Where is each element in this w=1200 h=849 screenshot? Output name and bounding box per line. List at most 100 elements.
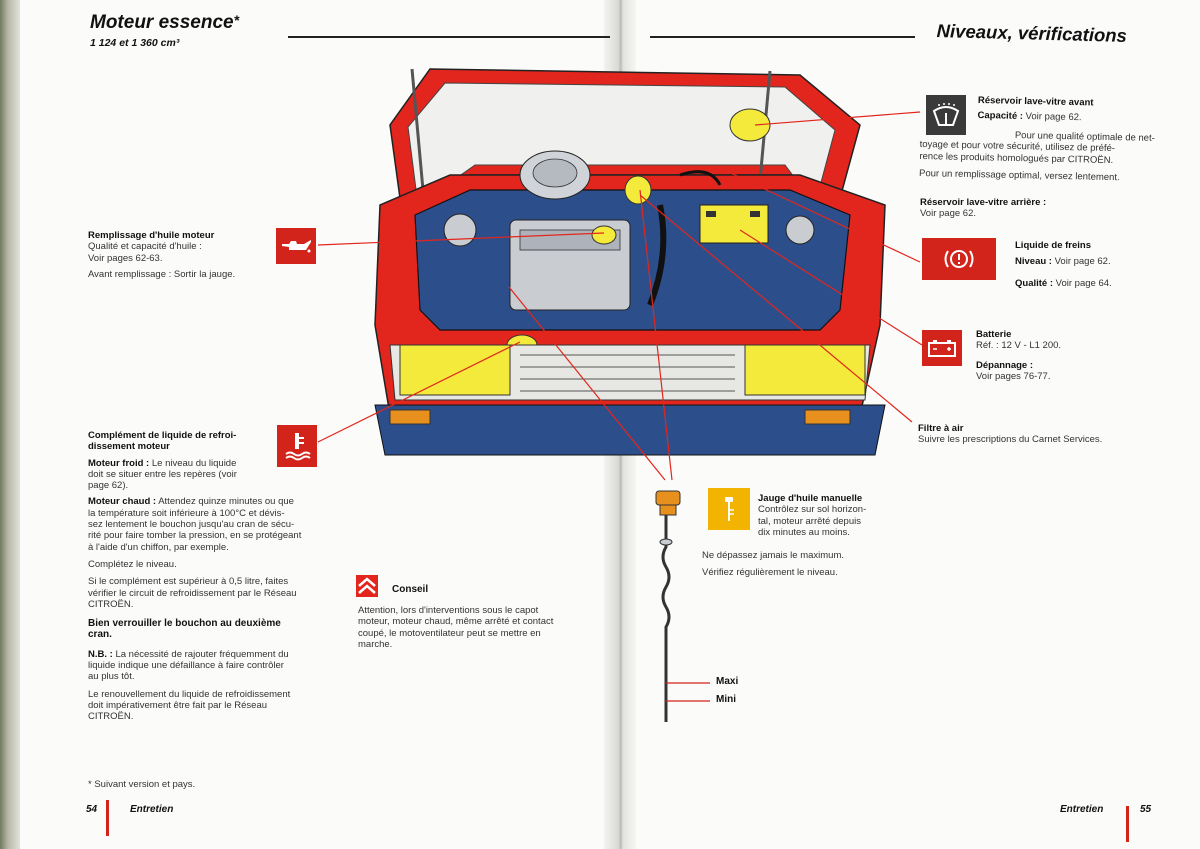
dipstick-max-note: Ne dépassez jamais le maximum.: [702, 550, 845, 561]
air-filter-section: Filtre à air Suivre les prescriptions du…: [918, 423, 1158, 446]
coolant-section: Complément de liquide de refroi- disseme…: [88, 430, 328, 723]
dipstick-l3: dix minutes au moins.: [758, 526, 850, 538]
mini-label: Mini: [716, 694, 736, 705]
battery-icon: [922, 330, 962, 366]
right-title-rule: [650, 36, 915, 38]
coolant-heading-1: Complément de liquide de refroi-: [88, 430, 237, 441]
front-bumper: [374, 404, 886, 456]
conseil-line-4: marche.: [358, 638, 393, 650]
dipstick-icon: [708, 488, 750, 530]
washer-front-section: Réservoir lave-vitre avant Capacité : Vo…: [977, 95, 1138, 125]
oil-line1: Qualité et capacité d'huile :: [88, 241, 202, 253]
brake-heading: Liquide de freins: [1015, 240, 1092, 251]
dipstick-notes: Ne dépassez jamais le maximum. Vérifiez …: [702, 550, 902, 579]
brake-quality-label: Qualité :: [1015, 277, 1054, 289]
dipstick-seal: [659, 538, 673, 546]
strut-top-right: [785, 215, 815, 245]
dipstick-section: Jauge d'huile manuelle Contrôlez sur sol…: [758, 493, 898, 538]
indicator-left: [389, 409, 431, 425]
hose: [647, 204, 667, 307]
renew-text-1: Le renouvellement du liquide de refroidi…: [88, 688, 291, 700]
cold-text-3: page 62).: [88, 480, 129, 492]
battery-section: Batterie Réf. : 12 V - L1 200. Dépannage…: [976, 329, 1136, 382]
nb-text-2: liquide indique une défaillance à faire …: [88, 660, 284, 672]
washer-front-heading: Réservoir lave-vitre avant: [977, 95, 1094, 109]
hood-lining: [407, 82, 836, 207]
right-page-number: 55: [1140, 804, 1152, 815]
conseil-line-2: moteur, moteur chaud, même arrêté et con…: [358, 616, 554, 628]
oil-section: Remplissage d'huile moteur Qualité et ca…: [88, 230, 268, 280]
nb-text-1: La nécessité de rajouter fréquemment du: [112, 648, 289, 660]
cold-label: Moteur froid :: [88, 457, 150, 469]
battery-terminal-neg: [706, 211, 716, 217]
dipstick-illustration: [655, 490, 710, 722]
engine-illustration: [374, 68, 886, 456]
renew-text-2: doit impérativement être fait par le Rés…: [88, 699, 268, 711]
coolant-temperature-icon: [277, 425, 317, 467]
conseil-text: Attention, lors d'interventions sous le …: [358, 605, 598, 650]
maxi-label: Maxi: [716, 676, 739, 687]
dipstick-handle: [655, 490, 681, 506]
hot-label: Moteur chaud :: [88, 496, 157, 508]
headlight-left: [399, 344, 511, 396]
oil-can-icon: [276, 228, 316, 264]
brake-fluid-reservoir: [624, 175, 652, 205]
left-page-number: 54: [86, 804, 98, 815]
left-footer-section: Entretien: [130, 804, 174, 815]
air-filter-cap: [532, 158, 578, 188]
left-title-rule: [288, 36, 610, 38]
brake-level-text: Voir page 62.: [1051, 256, 1111, 268]
conseil-title: Conseil: [392, 584, 429, 595]
right-footer-section: Entretien: [1060, 804, 1104, 815]
air-filter-text: Suivre les prescriptions du Carnet Servi…: [918, 434, 1103, 446]
washer-cap-text: Voir page 62.: [1022, 111, 1082, 124]
coolant-over-3: CITROËN.: [88, 598, 134, 610]
oil-heading: Remplissage d'huile moteur: [88, 230, 215, 241]
coolant-over-2: vérifier le circuit de refroidissement p…: [88, 587, 297, 599]
left-footer-bar: [106, 800, 109, 836]
washer-quality-text: Pour une qualité optimale de net- toyage…: [919, 128, 1155, 184]
dipstick-regular-note: Vérifiez régulièrement le niveau.: [702, 567, 838, 579]
battery-heading: Batterie: [976, 329, 1012, 340]
dipstick-l1: Contrôlez sur sol horizon-: [758, 504, 867, 516]
washer-rear-heading: Réservoir lave-vitre arrière :: [920, 197, 1047, 208]
headlight-right: [744, 344, 866, 396]
dipstick-heading: Jauge d'huile manuelle: [758, 493, 863, 504]
renew-text-3: CITROËN.: [88, 711, 134, 723]
washer-rear-text: Voir page 62.: [920, 208, 976, 220]
hot-text-3: sez lentement le bouchon jusqu'au cran d…: [88, 519, 295, 531]
dipstick-collar: [659, 504, 677, 516]
coolant-lock-1: Bien verrouiller le bouchon au deuxième: [88, 618, 281, 630]
hot-text-5: à l'aide d'un chiffon, par exemple.: [88, 541, 229, 553]
battery-repair-label: Dépannage :: [976, 359, 1034, 371]
hot-text-2: la température soit inférieure à 100°C e…: [88, 507, 285, 519]
right-footer-bar: [1126, 806, 1129, 842]
brake-warning-icon: [922, 238, 996, 280]
brake-level-label: Niveau :: [1015, 256, 1052, 268]
oil-line2: Voir pages 62-63.: [88, 252, 163, 264]
washer-icon: [926, 95, 966, 135]
left-page-title: Moteur essence*: [90, 12, 239, 34]
strut-top-left: [443, 213, 477, 247]
oil-filler-cap: [591, 225, 617, 245]
coolant-complete: Complétez le niveau.: [88, 558, 177, 570]
cable: [679, 170, 722, 186]
coolant-over-1: Si le complément est supérieur à 0,5 lit…: [88, 576, 289, 588]
battery-terminal-pos: [750, 211, 760, 217]
oil-line3: Avant remplissage : Sortir la jauge.: [88, 268, 236, 280]
nb-label: N.B. :: [88, 648, 113, 660]
dipstick-l2: tal, moteur arrêté depuis: [758, 515, 861, 527]
footnote: * Suivant version et pays.: [88, 779, 196, 790]
battery-ref: Réf. : 12 V - L1 200.: [976, 340, 1062, 352]
grille-bars: [520, 354, 735, 392]
washer-cap-label: Capacité :: [977, 110, 1024, 123]
book-edge: [0, 0, 22, 849]
dipstick-rod: [661, 515, 671, 722]
hot-text-4: rité pour faire tomber la pression, en s…: [88, 530, 302, 542]
battery-repair-text: Voir pages 76-77.: [976, 370, 1051, 382]
cold-text-1: Le niveau du liquide: [149, 457, 237, 469]
washer-reservoir: [729, 108, 771, 142]
brake-section: Liquide de freins Niveau : Voir page 62.…: [1015, 240, 1165, 289]
